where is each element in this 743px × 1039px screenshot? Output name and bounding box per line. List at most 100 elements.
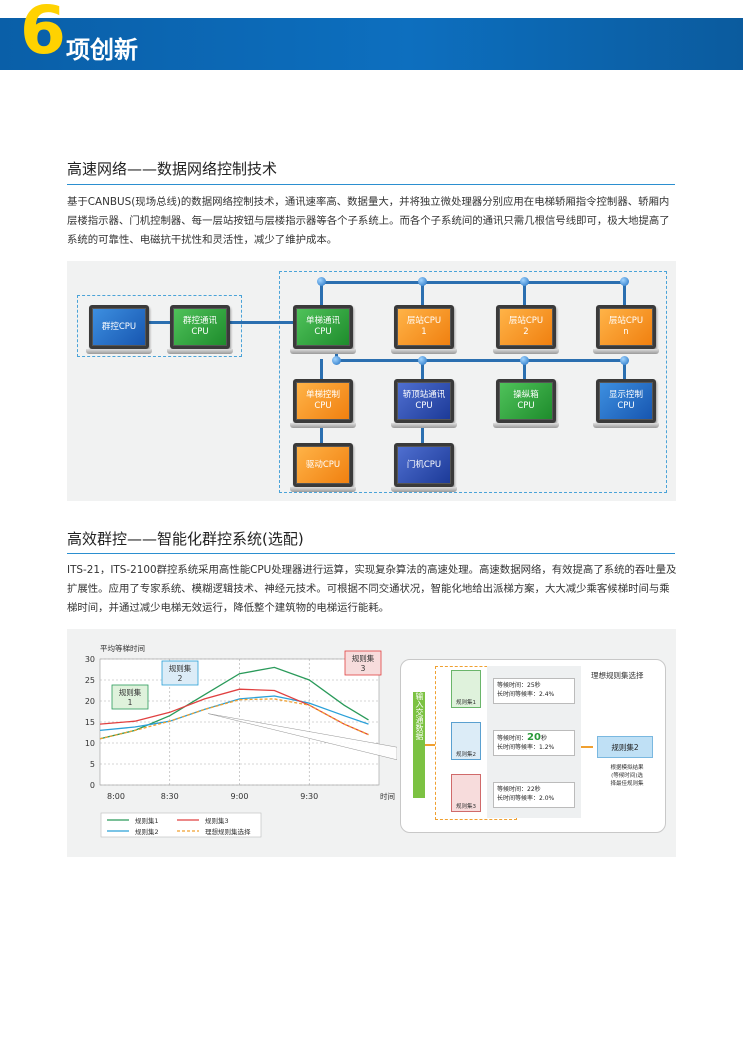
annotation-label: 规则集 bbox=[119, 687, 142, 697]
bus-node bbox=[520, 356, 529, 365]
rule-card-1: 规则集1 bbox=[451, 670, 481, 708]
section1-title: 高速网络——数据网络控制技术 bbox=[67, 160, 278, 178]
chapter-title: 项创新 bbox=[66, 36, 138, 64]
tap-panel bbox=[523, 359, 526, 381]
tap-display bbox=[623, 359, 626, 381]
annotation-label: 2 bbox=[178, 674, 183, 683]
rule-card-3: 规则集3 bbox=[451, 774, 481, 812]
cpu-label: 群控CPU bbox=[101, 321, 137, 332]
annotation-label: 3 bbox=[361, 664, 366, 673]
bus-node bbox=[620, 277, 629, 286]
page-header: 6 项创新 bbox=[0, 0, 743, 70]
y-tick-label: 20 bbox=[85, 697, 95, 706]
rule-card-label: 规则集3 bbox=[456, 804, 476, 810]
result-long-wait: 长时间等候率：2.0% bbox=[497, 795, 555, 802]
result-wait: 等候时间：25秒 bbox=[497, 682, 541, 689]
result-card-2: 等候时间：20秒 长时间等候率：1.2% bbox=[493, 730, 575, 756]
rule-selector-panel: 输入交通数据 规则集1 规则集2 规则集3 等候时间：25秒 长时间等候率：2.… bbox=[400, 659, 666, 833]
bus-middle bbox=[335, 359, 625, 362]
tap-door bbox=[421, 423, 424, 447]
bus-top bbox=[320, 281, 625, 284]
legend-label: 理想规则集选择 bbox=[205, 827, 251, 836]
selector-title: 理想规则集选择 bbox=[591, 671, 644, 680]
section2-paragraph: ITS-21，ITS-2100群控系统采用高性能CPU处理器进行运算，实现复杂算… bbox=[67, 564, 677, 614]
section1-divider bbox=[67, 184, 675, 185]
result-wait: 等候时间： bbox=[497, 735, 528, 742]
y-tick-label: 15 bbox=[85, 718, 95, 727]
group-control-box bbox=[77, 295, 242, 357]
annotation-label: 1 bbox=[128, 698, 133, 707]
section2-divider bbox=[67, 553, 675, 554]
cpu-group-control: 群控CPU bbox=[86, 305, 152, 354]
chapter-number: 6 bbox=[20, 0, 66, 69]
section1-paragraph: 基于CANBUS(现场总线)的数据网络控制技术，通讯速率高、数据量大，并将独立微… bbox=[67, 196, 670, 246]
result-wait-unit: 秒 bbox=[540, 735, 547, 742]
callout-wedge bbox=[208, 713, 397, 761]
legend-label: 规则集3 bbox=[205, 816, 229, 825]
input-traffic-data-bar: 输入交通数据 bbox=[413, 692, 425, 798]
tap-floor1 bbox=[421, 281, 424, 307]
y-tick-label: 0 bbox=[90, 781, 95, 790]
tap-single-comm bbox=[320, 281, 323, 307]
annotation-label: 规则集 bbox=[169, 663, 192, 673]
result-card-3: 等候时间：22秒 长时间等候率：2.0% bbox=[493, 782, 575, 808]
cpu-door: 门机CPU bbox=[391, 443, 457, 492]
result-long-wait: 长时间等候率：2.4% bbox=[497, 691, 555, 698]
tap-floorn bbox=[623, 281, 626, 307]
x-tick-label: 9:00 bbox=[231, 792, 249, 801]
arrow-icon bbox=[425, 744, 435, 746]
bus-node bbox=[332, 356, 341, 365]
tap-single-ctrl bbox=[320, 359, 323, 381]
y-axis-label: 平均等梯时间 bbox=[100, 643, 145, 653]
x-tick-label: 9:30 bbox=[300, 792, 318, 801]
elevator-network-box bbox=[279, 271, 667, 493]
series-line bbox=[99, 695, 369, 732]
bus-node bbox=[520, 277, 529, 286]
tap-car-top bbox=[421, 359, 424, 381]
x-tick-label: 8:30 bbox=[161, 792, 179, 801]
rule-card-label: 规则集1 bbox=[456, 700, 476, 706]
annotation-box bbox=[161, 660, 199, 686]
arrow-icon bbox=[581, 746, 593, 748]
legend-box bbox=[100, 812, 262, 838]
cpu-label: 驱动CPU bbox=[305, 459, 341, 470]
y-tick-label: 10 bbox=[85, 739, 95, 748]
bus-node bbox=[418, 356, 427, 365]
rule-card-2: 规则集2 bbox=[451, 722, 481, 760]
series-line bbox=[99, 698, 369, 740]
annotation-label: 规则集 bbox=[352, 653, 375, 663]
cpu-drive: 驱动CPU bbox=[290, 443, 356, 492]
annotation-box bbox=[344, 650, 382, 676]
y-tick-label: 25 bbox=[85, 676, 95, 685]
x-axis-label: 时间 bbox=[380, 791, 395, 801]
y-tick-label: 5 bbox=[90, 760, 95, 769]
tap-drive bbox=[320, 423, 323, 447]
legend-label: 规则集1 bbox=[135, 816, 159, 825]
legend-label: 规则集2 bbox=[135, 827, 159, 836]
bus-node bbox=[418, 277, 427, 286]
rule-card-label: 规则集2 bbox=[456, 752, 476, 758]
cpu-label: 门机CPU bbox=[406, 459, 442, 470]
bus-node bbox=[317, 277, 326, 286]
result-wait-value: 20 bbox=[527, 732, 541, 743]
selection-note: 根据模拟结果(等候时间)选择最佳规则集 bbox=[610, 765, 644, 787]
